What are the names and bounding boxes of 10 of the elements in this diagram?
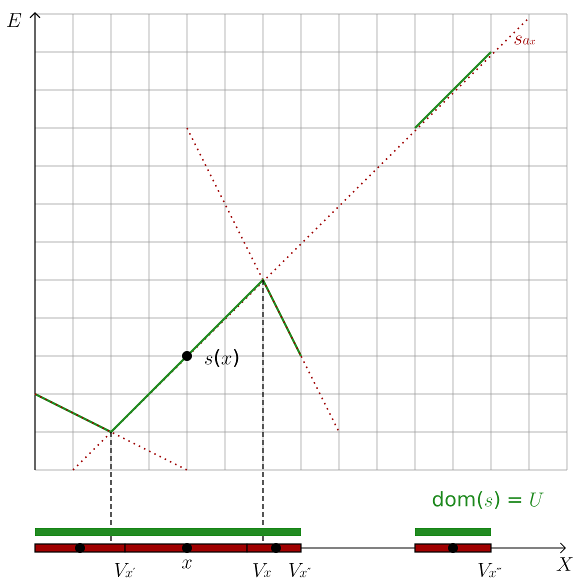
math-label: $V_{x''}$ bbox=[289, 562, 311, 578]
math-label: $\mathrm{dom}(s) = U$ bbox=[432, 491, 544, 509]
math-label: $X$ bbox=[556, 557, 573, 571]
math-label: $E$ bbox=[7, 13, 22, 27]
math-label: $s(x)$ bbox=[205, 349, 238, 367]
math-label: $x$ bbox=[182, 560, 192, 568]
math-label: $s_{a_x}$ bbox=[514, 36, 536, 45]
math-label: $V_{x'''}$ bbox=[478, 562, 502, 578]
math-label: $V_x$ bbox=[253, 563, 271, 578]
math-label: $V_{x'}$ bbox=[114, 562, 135, 578]
